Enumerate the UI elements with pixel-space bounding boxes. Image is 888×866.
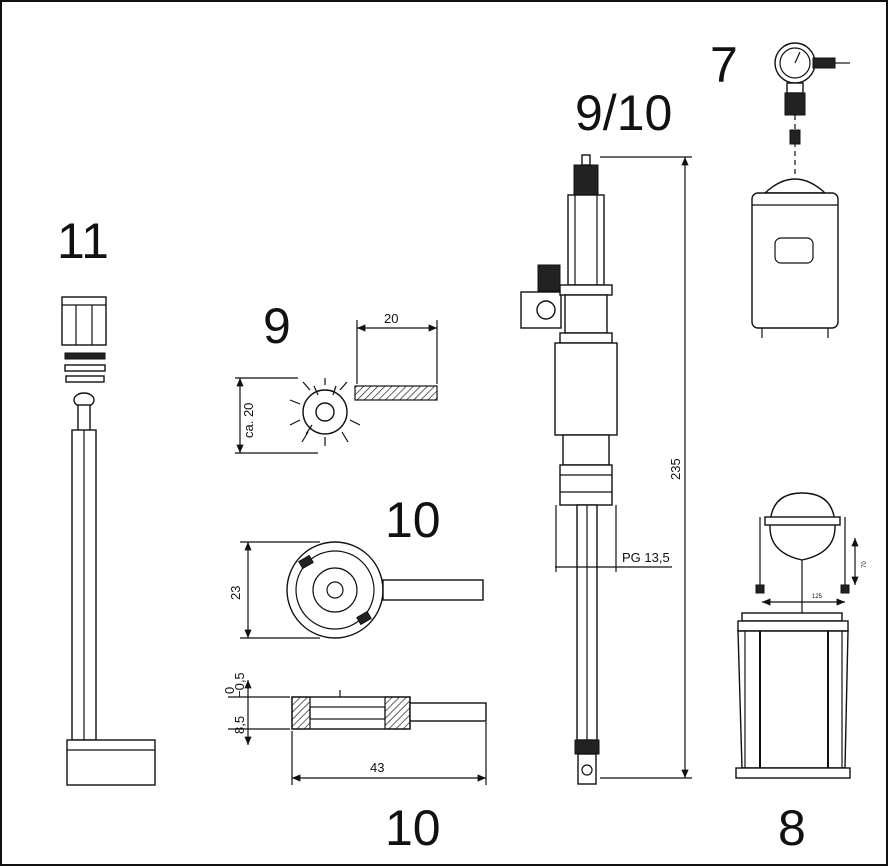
dimension-disc-height: 23 <box>228 586 243 600</box>
dimension-disc-tolerance-upper: 0 <box>222 687 237 694</box>
part-9-10-electrode-holder: 235 PG 13,5 <box>520 154 692 785</box>
label-part-7: 7 <box>710 37 738 93</box>
part-7-gauge-tank <box>751 42 850 338</box>
part-9-brush: 20 ca. 20 <box>235 311 438 454</box>
dimension-brush-diameter: ca. 20 <box>241 403 256 438</box>
label-part-9-10: 9/10 <box>575 85 672 141</box>
dimension-thread: PG 13,5 <box>622 550 670 565</box>
label-part-8: 8 <box>778 800 806 856</box>
dimension-disc-tolerance-lower: −0,5 <box>232 672 247 698</box>
label-part-9: 9 <box>263 298 291 354</box>
label-part-11: 11 <box>57 213 109 269</box>
dimension-tank-width: 125 <box>812 594 823 600</box>
label-part-10-bottom: 10 <box>385 800 441 856</box>
dimension-disc-length: 43 <box>370 760 384 775</box>
dimension-electrode-length: 235 <box>668 458 683 480</box>
dimension-brush-length: 20 <box>384 311 398 326</box>
dimension-tank-height: 70 <box>862 561 868 568</box>
part-11-rod-assembly <box>61 296 156 786</box>
label-part-10-top: 10 <box>385 492 441 548</box>
part-10-disc-section-view: 8,5 0 −0,5 43 <box>222 672 487 785</box>
part-10-disc-top-view: 23 <box>228 541 484 639</box>
dimension-disc-thickness: 8,5 <box>232 716 247 734</box>
part-8-sphere-holder: 125 70 <box>735 492 868 779</box>
